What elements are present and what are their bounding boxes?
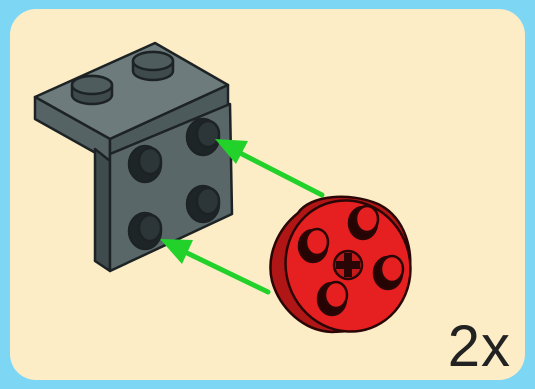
plate-stud-icon [299, 229, 328, 262]
front-stud-icon [129, 213, 161, 249]
front-stud-icon [187, 186, 219, 222]
quantity-label: 2x [448, 318, 511, 376]
front-stud-icon [187, 119, 219, 155]
plate-stud-icon [318, 282, 347, 315]
arrow-icon [160, 239, 268, 292]
instruction-panel: 2x [10, 9, 525, 380]
round-plate-icon [267, 183, 429, 349]
axle-hole-icon [334, 251, 362, 279]
plate-stud-icon [349, 206, 378, 239]
front-stud-icon [129, 146, 161, 182]
top-stud-icon [72, 76, 112, 104]
top-stud-icon [133, 52, 173, 80]
bracket-brick-icon [35, 43, 232, 271]
plate-stud-icon [374, 256, 403, 289]
